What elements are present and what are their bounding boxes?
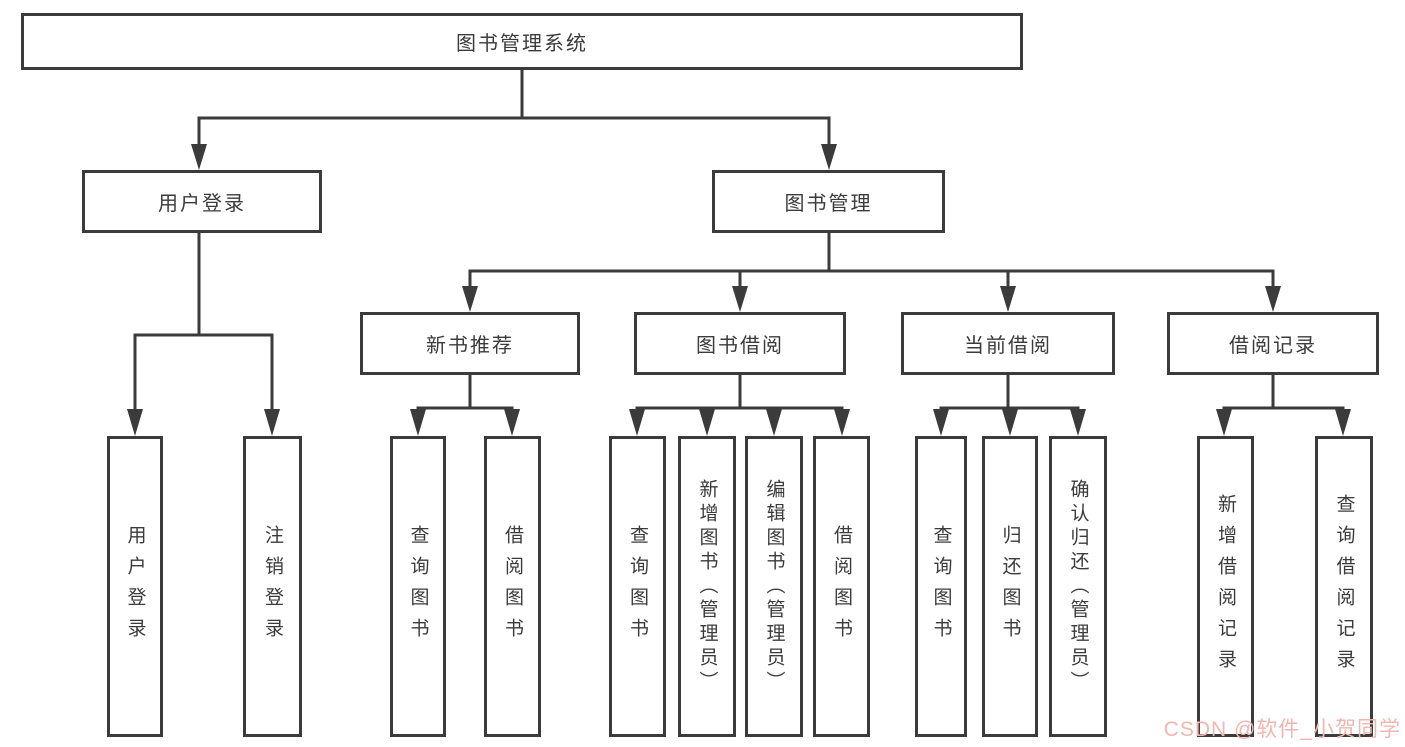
node-label: 新书推荐 (426, 335, 514, 357)
arrowhead-sec1-c0 (629, 409, 645, 436)
arrowhead-sec3-c1 (1335, 409, 1351, 436)
node-current-borrowing: 当前借阅 (901, 312, 1115, 375)
node-logout: 注销登录 (243, 436, 302, 737)
node-label: 图书管理 (784, 193, 873, 215)
node-user-login: 用户登录 (82, 170, 322, 233)
node-label: 查询图书 (407, 524, 429, 649)
node-query-books-borrowing: 查询图书 (609, 436, 666, 737)
node-library-management-system: 图书管理系统 (21, 13, 1023, 70)
arrowhead-sec1-c2 (766, 409, 782, 436)
node-borrowing-records: 借阅记录 (1167, 312, 1379, 375)
node-book-borrowing: 图书借阅 (634, 312, 846, 375)
node-add-books-admin: 新增图书（管理员） (678, 436, 736, 737)
watermark-csdn: CSDN @软件_小贺同学 (1163, 718, 1401, 741)
node-label: 用户登录 (158, 193, 246, 215)
connector-book-mgmt-split (468, 269, 1275, 288)
arrowhead-book-management (821, 144, 837, 170)
node-add-borrow-record: 新增借阅记录 (1197, 436, 1254, 737)
node-label: 图书借阅 (696, 335, 784, 357)
node-borrow-books-recommend: 借阅图书 (484, 436, 541, 737)
node-label: 借阅记录 (1229, 335, 1317, 357)
arrowhead-book-borrowing (732, 286, 748, 312)
node-label: 归还图书 (999, 524, 1021, 649)
node-confirm-return-admin: 确认归还（管理员） (1049, 436, 1107, 737)
node-label: 借阅图书 (831, 524, 852, 649)
node-query-borrow-record: 查询借阅记录 (1315, 436, 1373, 737)
arrowhead-sec3-c0 (1216, 409, 1232, 436)
node-borrow-books: 借阅图书 (813, 436, 870, 737)
node-label: 图书管理系统 (456, 33, 588, 55)
arrowhead-current-borrowing (1000, 286, 1016, 312)
node-return-books: 归还图书 (982, 436, 1038, 737)
node-label: 新增图书（管理员） (696, 478, 718, 695)
node-label: 编辑图书（管理员） (763, 478, 785, 695)
node-label: 用户登录 (124, 524, 146, 649)
node-user-login-leaf: 用户登录 (107, 436, 163, 737)
arrowhead-sec0-c0 (410, 409, 426, 436)
connector-sec1-split (635, 406, 844, 411)
arrowhead-sec0-c1 (504, 409, 520, 436)
node-label: 注销登录 (262, 524, 283, 649)
node-query-books-recommend: 查询图书 (390, 436, 446, 737)
node-label: 借阅图书 (502, 524, 523, 649)
arrowhead-sec2-c2 (1070, 409, 1086, 436)
arrowhead-sec1-c1 (699, 409, 715, 436)
node-label: 当前借阅 (964, 335, 1052, 357)
arrowhead-logout (264, 409, 280, 436)
node-new-book-recommendation: 新书推荐 (360, 312, 580, 375)
arrowhead-sec1-c3 (834, 409, 850, 436)
node-label: 确认归还（管理员） (1067, 478, 1089, 695)
arrowhead-borrow-records (1265, 286, 1281, 312)
arrowhead-sec2-c1 (1002, 409, 1018, 436)
arrowhead-user-login (191, 144, 207, 170)
arrowhead-new-book (462, 286, 478, 312)
node-edit-books-admin: 编辑图书（管理员） (745, 436, 803, 737)
node-label: 查询图书 (627, 524, 648, 649)
node-label: 查询借阅记录 (1333, 493, 1355, 680)
node-query-books-current: 查询图书 (915, 436, 967, 737)
arrowhead-sec2-c0 (933, 409, 949, 436)
arrowhead-user-login-leaf (127, 409, 143, 436)
node-label: 新增借阅记录 (1215, 493, 1236, 680)
connector-level2-split (197, 116, 831, 146)
connector-user-login-split (133, 333, 274, 411)
node-label: 查询图书 (930, 524, 952, 649)
connector-sec3-split (1222, 406, 1345, 411)
node-book-management: 图书管理 (712, 170, 945, 233)
connector-sec0-split (416, 406, 514, 411)
